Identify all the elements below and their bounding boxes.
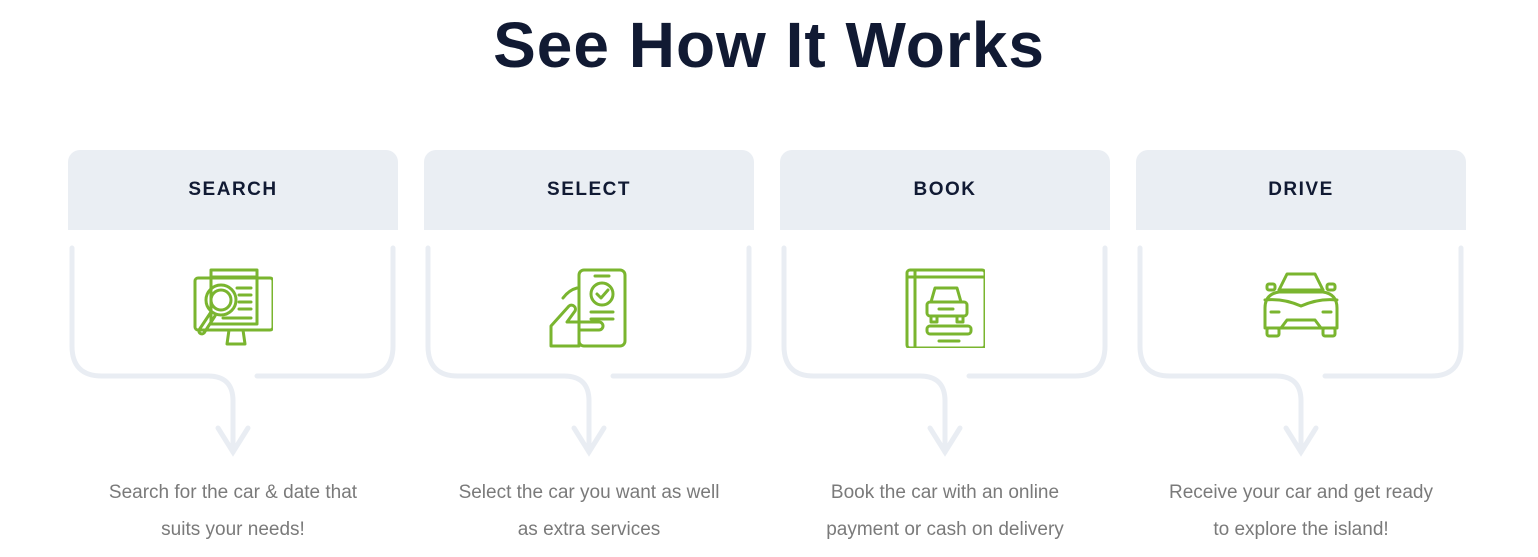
step-card-select: SELECT Select the car you want as well as… xyxy=(424,150,754,557)
connector-arrow-icon xyxy=(781,245,1108,457)
search-computer-icon xyxy=(193,268,275,348)
description-line: to explore the island! xyxy=(1213,519,1389,540)
step-label: BOOK xyxy=(913,179,977,200)
step-description: Receive your car and get ready to explore… xyxy=(1136,474,1466,548)
step-header: SEARCH xyxy=(68,150,398,230)
step-card-book: BOOK Book the car with an online payment … xyxy=(780,150,1110,557)
connector-arrow-icon xyxy=(69,245,396,457)
step-description: Select the car you want as well as extra … xyxy=(424,474,754,548)
car-front-icon xyxy=(1261,268,1341,348)
description-line: payment or cash on delivery xyxy=(826,519,1064,540)
step-card-drive: DRIVE Receive your car and get ready to e… xyxy=(1136,150,1466,557)
description-line: as extra services xyxy=(517,519,661,540)
connector-arrow-icon xyxy=(1137,245,1464,457)
description-line: suits your needs! xyxy=(161,519,305,540)
page-title: See How It Works xyxy=(493,9,1045,81)
step-header: BOOK xyxy=(780,150,1110,230)
connector-arrow-icon xyxy=(425,245,752,457)
step-label: SELECT xyxy=(547,179,631,200)
description-line: Book the car with an online xyxy=(830,482,1060,503)
step-header: DRIVE xyxy=(1136,150,1466,230)
description-line: Receive your car and get ready xyxy=(1168,482,1434,503)
step-description: Search for the car & date that suits your… xyxy=(68,474,398,548)
description-line: Search for the car & date that xyxy=(108,482,358,503)
step-label: DRIVE xyxy=(1268,179,1334,200)
description-line: Select the car you want as well xyxy=(458,482,720,503)
step-header: SELECT xyxy=(424,150,754,230)
step-description: Book the car with an online payment or ca… xyxy=(780,474,1110,548)
step-card-search: SEARCH Search for the car & date that sui… xyxy=(68,150,398,557)
car-booklet-icon xyxy=(905,268,987,350)
step-label: SEARCH xyxy=(188,179,278,200)
phone-select-icon xyxy=(549,268,629,348)
